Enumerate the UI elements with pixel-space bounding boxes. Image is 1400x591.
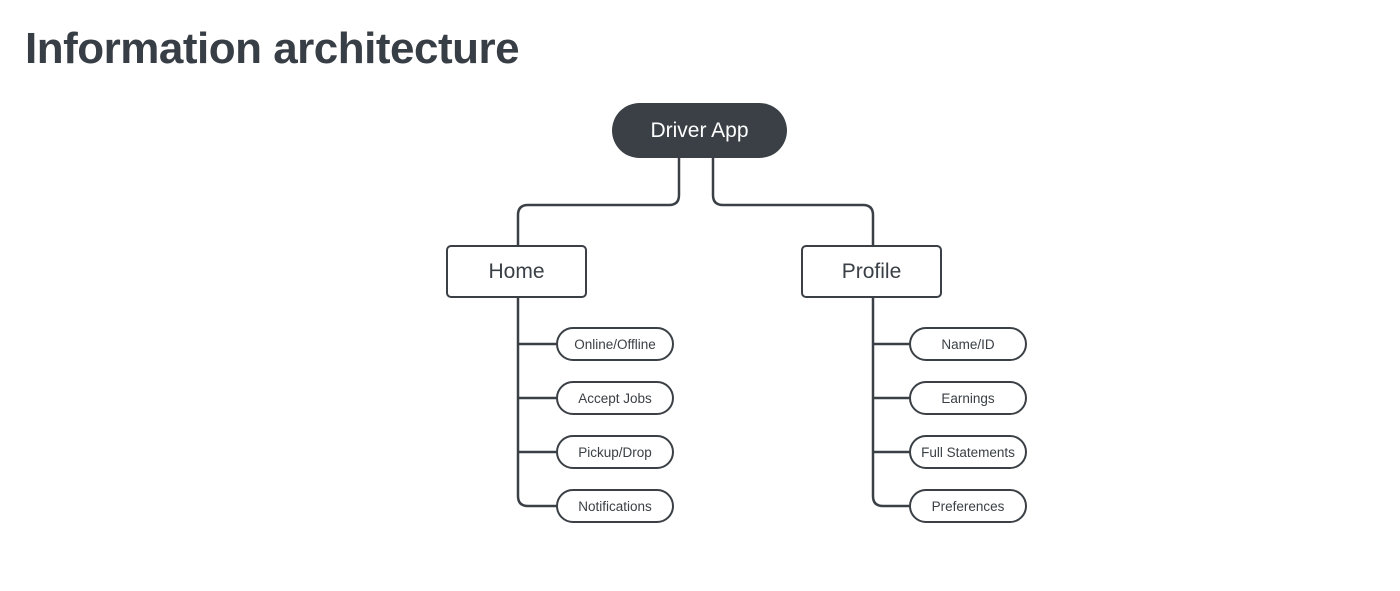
node-online-offline-label: Online/Offline: [574, 336, 656, 352]
node-full-statements-label: Full Statements: [921, 444, 1015, 460]
page-title: Information architecture: [25, 24, 520, 73]
node-notifications[interactable]: Notifications: [556, 489, 674, 523]
node-home-label: Home: [488, 259, 545, 283]
node-pickup-drop-label: Pickup/Drop: [578, 444, 652, 460]
node-preferences[interactable]: Preferences: [909, 489, 1027, 523]
node-name-id[interactable]: Name/ID: [909, 327, 1027, 361]
node-pickup-drop[interactable]: Pickup/Drop: [556, 435, 674, 469]
connector-home-trunk: [516, 297, 557, 508]
connector-profile-trunk: [871, 297, 910, 508]
node-notifications-label: Notifications: [578, 498, 652, 514]
node-profile[interactable]: Profile: [801, 245, 942, 298]
node-earnings[interactable]: Earnings: [909, 381, 1027, 415]
node-driver-app[interactable]: Driver App: [612, 103, 787, 158]
node-home[interactable]: Home: [446, 245, 587, 298]
node-driver-app-label: Driver App: [650, 118, 749, 142]
node-online-offline[interactable]: Online/Offline: [556, 327, 674, 361]
node-name-id-label: Name/ID: [941, 336, 995, 352]
node-profile-label: Profile: [841, 259, 902, 283]
node-earnings-label: Earnings: [941, 390, 995, 406]
node-preferences-label: Preferences: [931, 498, 1005, 514]
connector-root-home: [516, 158, 681, 246]
node-accept-jobs-label: Accept Jobs: [578, 390, 652, 406]
node-accept-jobs[interactable]: Accept Jobs: [556, 381, 674, 415]
connector-root-profile: [711, 158, 875, 246]
node-full-statements[interactable]: Full Statements: [909, 435, 1027, 469]
